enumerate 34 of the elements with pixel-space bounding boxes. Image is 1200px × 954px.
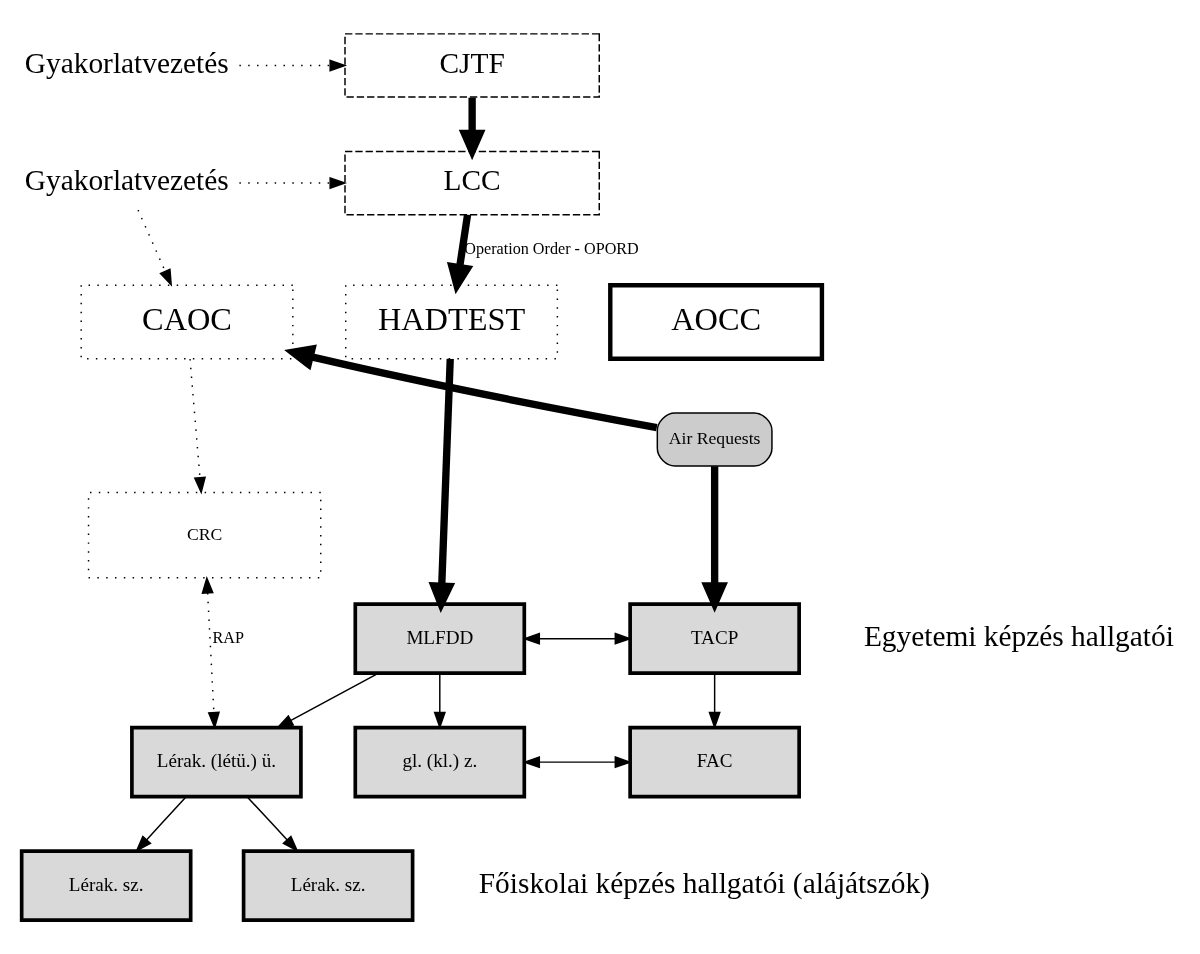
arrow (135, 796, 187, 853)
node-box: FAC (628, 725, 801, 799)
node-box: HADTEST (345, 284, 559, 360)
label: Egyetemi képzés hallgatói (863, 620, 1174, 653)
arrow (137, 209, 173, 287)
node-box: gl. (kl.) z. (353, 725, 527, 799)
arrow (189, 358, 207, 495)
node-box: TACP (628, 602, 801, 676)
node-box: CJTF (344, 33, 600, 98)
edge-label: Operation Order - OPORD (464, 240, 639, 258)
arrow (238, 59, 348, 72)
arrow (708, 672, 721, 730)
edge-label: RAP (212, 628, 244, 646)
arrow (246, 796, 299, 853)
node-box: CRC (87, 491, 322, 579)
node-box: Air Requests (656, 412, 773, 467)
arrow (284, 344, 658, 432)
node-box: MLFDD (353, 602, 527, 676)
node-box: Lérak. sz. (241, 849, 415, 922)
node-box: CAOC (80, 284, 294, 360)
node-text: Gyakorlatvezetés (24, 164, 229, 197)
node-box: AOCC (608, 283, 825, 361)
arrow (201, 575, 220, 730)
label: Főiskolai képzés hallgatói (alájátszók) (478, 866, 930, 899)
arrow (446, 214, 474, 295)
node-text: Gyakorlatvezetés (24, 46, 229, 79)
arrow (701, 466, 728, 613)
arrow (238, 176, 348, 190)
node-box: LCC (344, 150, 600, 216)
node-box: Lérak. sz. (19, 849, 193, 922)
arrow (433, 672, 446, 730)
node-box: Lérak. (létü.) ü. (130, 725, 303, 799)
arrow (275, 672, 379, 729)
arrow (428, 358, 456, 613)
